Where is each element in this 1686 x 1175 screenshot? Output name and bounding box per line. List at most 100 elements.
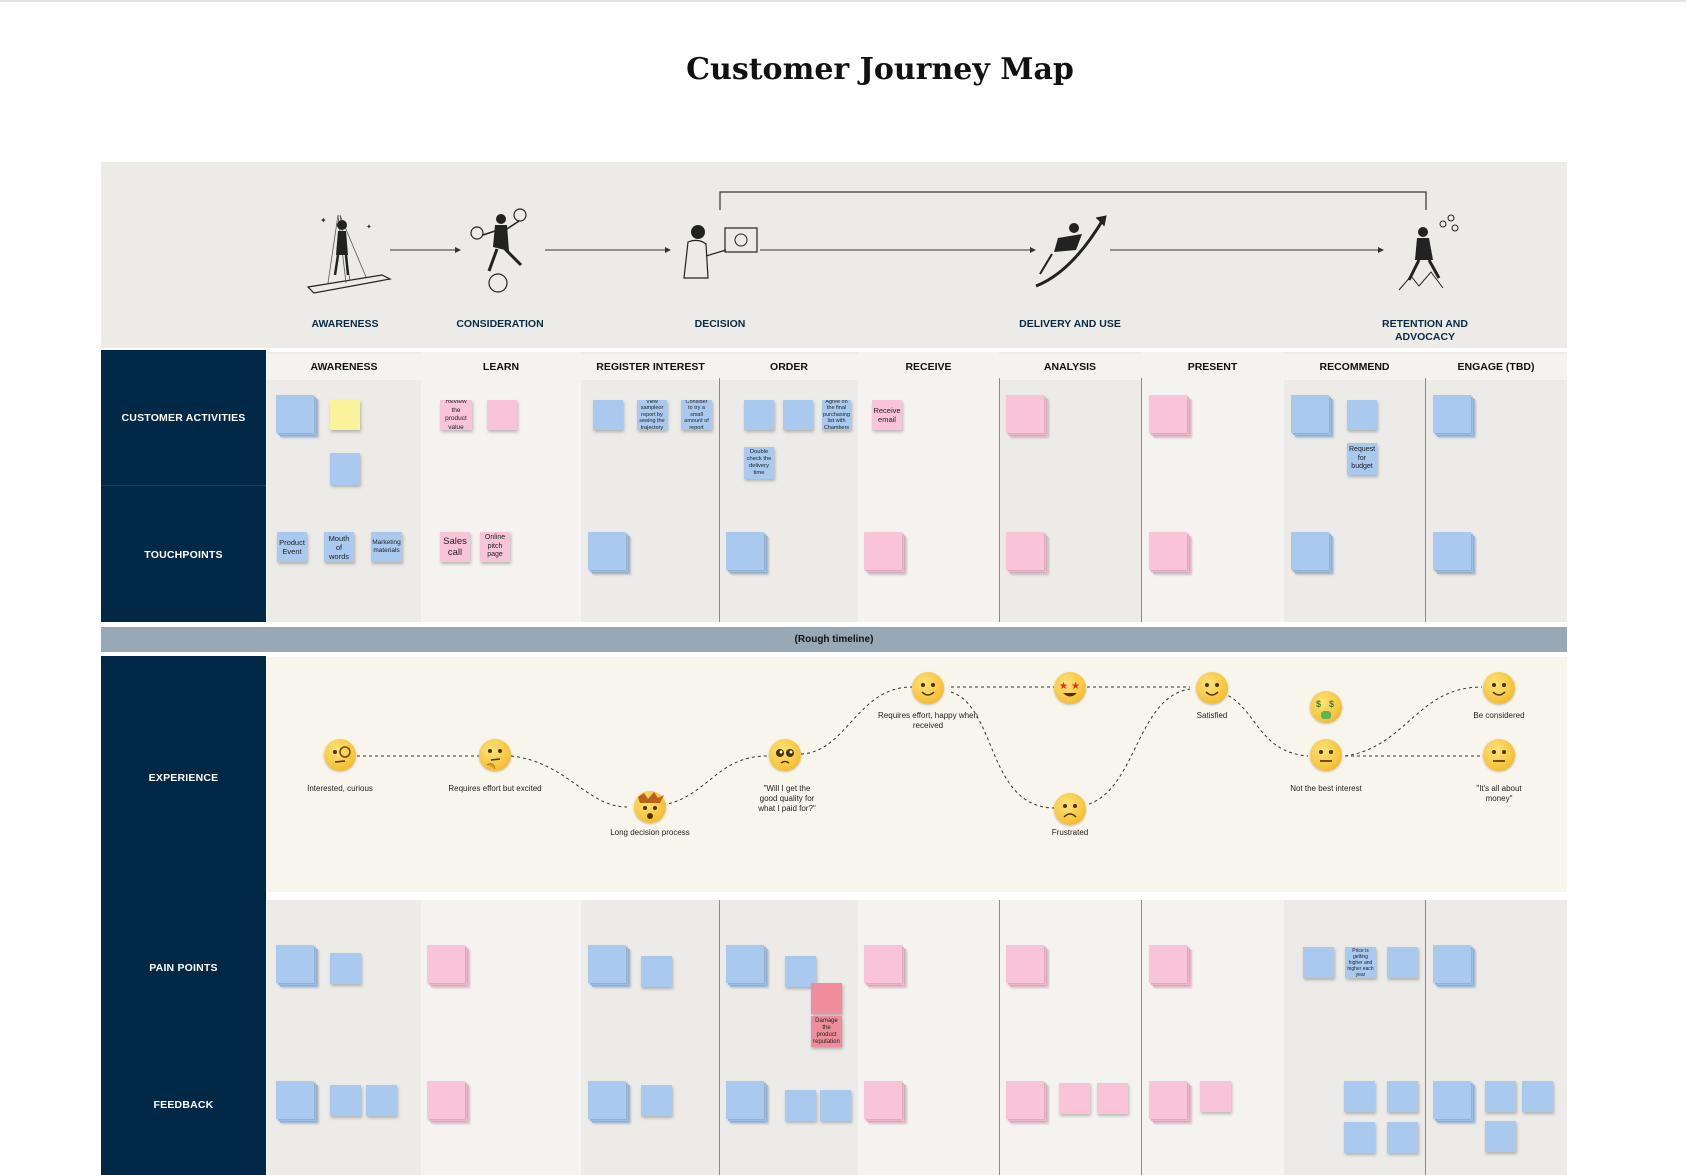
sticky-note[interactable] xyxy=(1344,1081,1375,1112)
experience-caption: Long decision process xyxy=(610,828,690,837)
col-head-receive: RECEIVE xyxy=(905,361,952,373)
sticky-note[interactable] xyxy=(366,1085,397,1116)
sticky-stack[interactable] xyxy=(276,1081,318,1123)
sticky-stack[interactable] xyxy=(1149,395,1191,437)
delivery-illustration xyxy=(1035,215,1107,288)
sticky-note[interactable] xyxy=(1522,1081,1553,1112)
sticky-stack[interactable] xyxy=(1149,945,1191,987)
svg-text:✦: ✦ xyxy=(366,223,372,231)
sticky-note[interactable] xyxy=(487,400,517,430)
frowning-face-icon xyxy=(1054,793,1086,825)
sticky-note[interactable]: Product Event xyxy=(277,532,307,562)
col-bg-engage xyxy=(1425,352,1567,622)
sticky-stack[interactable] xyxy=(1006,395,1048,437)
sticky-stack[interactable] xyxy=(864,532,906,574)
experience-curve xyxy=(357,686,1483,809)
sticky-note[interactable]: Price is getting higher and higher each … xyxy=(1345,947,1376,978)
sticky-note[interactable]: Consider to try a small amount of report xyxy=(681,400,712,430)
sticky-stack[interactable] xyxy=(1149,1081,1191,1123)
sticky-note[interactable] xyxy=(330,1085,361,1116)
sticky-stack[interactable] xyxy=(276,395,318,437)
experience-caption: Interested, curious xyxy=(307,784,373,793)
sticky-stack[interactable] xyxy=(588,945,630,987)
sticky-stack[interactable] xyxy=(1291,532,1333,574)
phase-label-decision: DECISION xyxy=(694,318,746,330)
sticky-note[interactable] xyxy=(330,953,361,984)
col-head-register: REGISTER INTEREST xyxy=(596,361,705,373)
sticky-note[interactable] xyxy=(1059,1083,1090,1114)
sticky-note[interactable] xyxy=(1097,1083,1128,1114)
sticky-stack[interactable] xyxy=(1433,395,1475,437)
col-head-recommend: RECOMMEND xyxy=(1319,361,1390,373)
sticky-note[interactable] xyxy=(744,400,774,430)
sticky-stack[interactable] xyxy=(726,945,768,987)
col-bg-recommend xyxy=(1284,352,1425,622)
sticky-stack[interactable] xyxy=(1006,532,1048,574)
sticky-stack[interactable] xyxy=(1006,1081,1048,1123)
sticky-stack[interactable] xyxy=(1433,1081,1475,1123)
divider xyxy=(1141,900,1142,1175)
sticky-note[interactable] xyxy=(1200,1081,1231,1112)
divider xyxy=(719,900,720,1175)
sticky-stack[interactable] xyxy=(1433,945,1475,987)
sticky-stack[interactable] xyxy=(864,945,906,987)
sticky-stack[interactable] xyxy=(864,1081,906,1123)
sticky-note[interactable]: Receive email xyxy=(872,400,902,430)
sticky-note[interactable] xyxy=(1387,1081,1418,1112)
sticky-note[interactable] xyxy=(785,956,816,987)
sticky-stack[interactable] xyxy=(726,532,768,574)
sticky-note[interactable] xyxy=(641,956,672,987)
col-bg-order xyxy=(720,352,858,622)
sticky-note[interactable] xyxy=(641,1085,672,1116)
sticky-note[interactable] xyxy=(1347,400,1377,430)
sticky-note[interactable] xyxy=(820,1090,851,1121)
row-label-touchpoints: TOUCHPOINTS xyxy=(144,549,223,561)
sticky-note[interactable]: Request for budget xyxy=(1347,443,1377,475)
sticky-note[interactable] xyxy=(1387,947,1418,978)
sticky-note[interactable]: Damage the product reputation xyxy=(811,1016,842,1047)
sticky-note[interactable]: Double check the delivery time xyxy=(744,447,774,479)
experience-caption: "It's all about money" xyxy=(1476,784,1522,803)
experience-caption: Satisfied xyxy=(1196,711,1228,720)
sticky-note[interactable]: View sampleor report by seeing the traje… xyxy=(637,400,667,430)
sticky-note[interactable]: Mouth of words xyxy=(324,532,354,562)
phase-label-delivery: DELIVERY AND USE xyxy=(1019,318,1121,330)
sticky-note[interactable]: Review the product value xyxy=(440,400,472,430)
sticky-stack[interactable] xyxy=(1006,945,1048,987)
row-label-pain-points: PAIN POINTS xyxy=(149,962,218,974)
slightly-smiling-face-icon xyxy=(1483,672,1515,704)
experience-caption: Requires effort, happy when received xyxy=(878,711,978,730)
sticky-note[interactable] xyxy=(1387,1122,1418,1153)
sticky-stack[interactable] xyxy=(588,532,630,574)
sticky-note[interactable] xyxy=(811,983,842,1014)
sticky-note[interactable] xyxy=(783,400,813,430)
sticky-stack[interactable] xyxy=(276,945,318,987)
sticky-stack[interactable] xyxy=(427,945,469,987)
col-head-analysis: ANALYSIS xyxy=(1043,361,1097,373)
sticky-stack[interactable] xyxy=(1149,532,1191,574)
sticky-note[interactable] xyxy=(785,1090,816,1121)
retention-illustration xyxy=(1398,214,1459,291)
sticky-note[interactable]: Agree on the final purchasing list with … xyxy=(822,400,851,430)
phase-label-retention: RETENTION AND ADVOCACY xyxy=(1382,318,1468,343)
col-head-present: PRESENT xyxy=(1187,361,1238,373)
sticky-note[interactable] xyxy=(1485,1081,1516,1112)
sticky-note[interactable] xyxy=(593,400,623,430)
sticky-stack[interactable] xyxy=(1291,395,1333,437)
experience-caption: Not the best interest xyxy=(1290,784,1362,793)
sticky-note[interactable]: Online pitch page xyxy=(480,532,510,562)
sticky-note[interactable] xyxy=(330,400,360,430)
sticky-note[interactable]: Sales call xyxy=(440,532,470,562)
sticky-note[interactable] xyxy=(330,453,360,485)
sticky-stack[interactable] xyxy=(726,1081,768,1123)
sticky-note[interactable] xyxy=(1344,1122,1375,1153)
sticky-note[interactable] xyxy=(1303,947,1334,978)
sticky-stack[interactable] xyxy=(1433,532,1475,574)
divider xyxy=(1425,900,1426,1175)
sticky-note[interactable]: Marketing materials xyxy=(371,532,402,562)
sticky-note[interactable] xyxy=(1485,1121,1516,1152)
sticky-stack[interactable] xyxy=(588,1081,630,1123)
sidebar-divider xyxy=(101,485,266,486)
divider xyxy=(719,378,720,622)
sticky-stack[interactable] xyxy=(427,1081,469,1123)
